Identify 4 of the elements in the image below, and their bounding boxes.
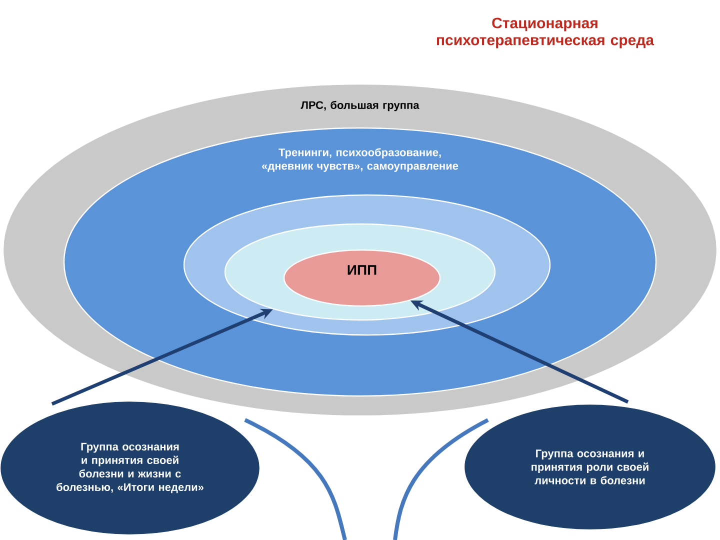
ellipse-node: Группа осознания и принятия своей болезни и жизни с болезнью, «Итоги недели» (0, 400, 261, 536)
ellipse-node: ИПП (283, 249, 441, 307)
title: Стационарная психотерапевтическая среда (437, 18, 654, 48)
ellipse-node: Группа осознания и принятия роли своей личности в болезни (463, 403, 717, 531)
